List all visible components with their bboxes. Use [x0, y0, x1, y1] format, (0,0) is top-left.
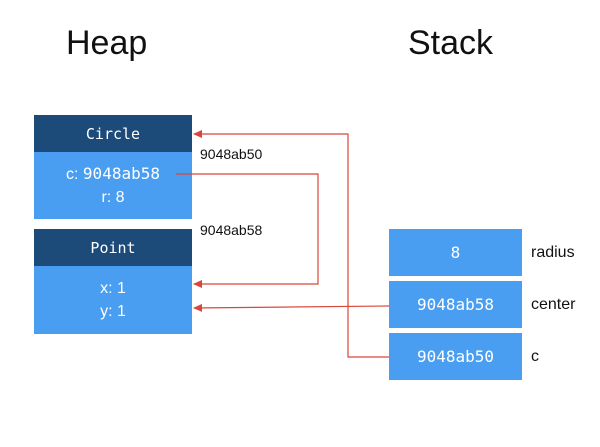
point-address-label: 9048ab58: [200, 222, 263, 238]
circle-field-c-value: 9048ab58: [82, 164, 160, 183]
point-object-body: x: 1 y: 1: [34, 266, 192, 334]
heap-title: Heap: [66, 24, 148, 62]
stack-cell-center: 9048ab58: [389, 281, 522, 328]
arrow-c-to-circle: [193, 130, 389, 358]
circle-address-label: 9048ab50: [200, 146, 263, 162]
circle-field-c-label: c:: [66, 166, 79, 183]
stack-name-c: c: [531, 348, 539, 365]
stack-cell-radius: 8: [389, 229, 522, 276]
point-field-y: y: 1: [100, 303, 126, 320]
circle-field-c: c: 9048ab58: [66, 162, 160, 186]
point-field-x: x: 1: [100, 280, 126, 297]
stack-cell-c: 9048ab50: [389, 333, 522, 380]
stack-title: Stack: [408, 24, 494, 62]
circle-object-body: c: 9048ab58 r: 8: [34, 152, 192, 219]
arrow-center-to-point: [193, 303, 390, 312]
circle-object-header: Circle: [34, 115, 192, 152]
point-object-header: Point: [34, 229, 192, 266]
circle-field-r: r: 8: [101, 189, 125, 206]
stack-name-radius: radius: [531, 244, 575, 261]
stack-name-center: center: [531, 296, 576, 313]
